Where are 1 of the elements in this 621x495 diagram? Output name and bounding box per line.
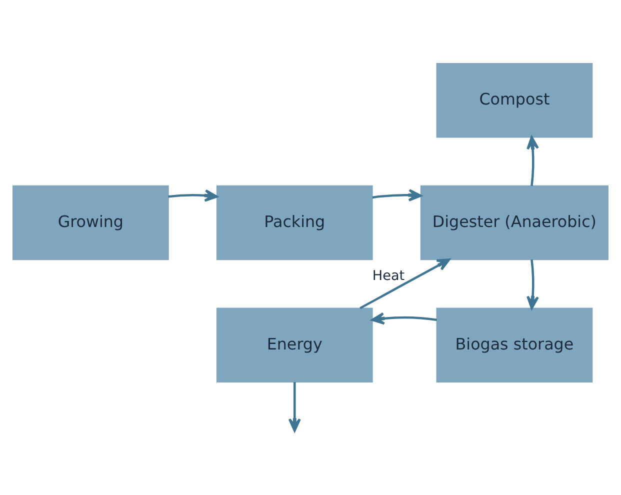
edge-label: Heat [372, 268, 405, 284]
